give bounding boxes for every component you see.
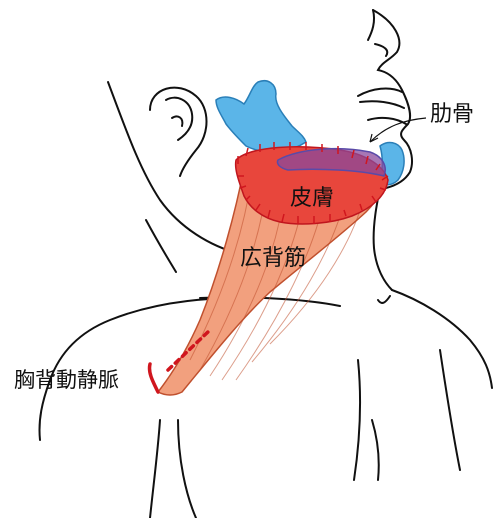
rib-leader-arrow (370, 118, 426, 142)
latissimus-label: 広背筋 (240, 248, 306, 270)
thoracodorsal-vessels-label: 胸背動静脈 (14, 370, 119, 391)
skin-label: 皮膚 (290, 188, 334, 210)
rib-label: 肋骨 (430, 104, 474, 126)
